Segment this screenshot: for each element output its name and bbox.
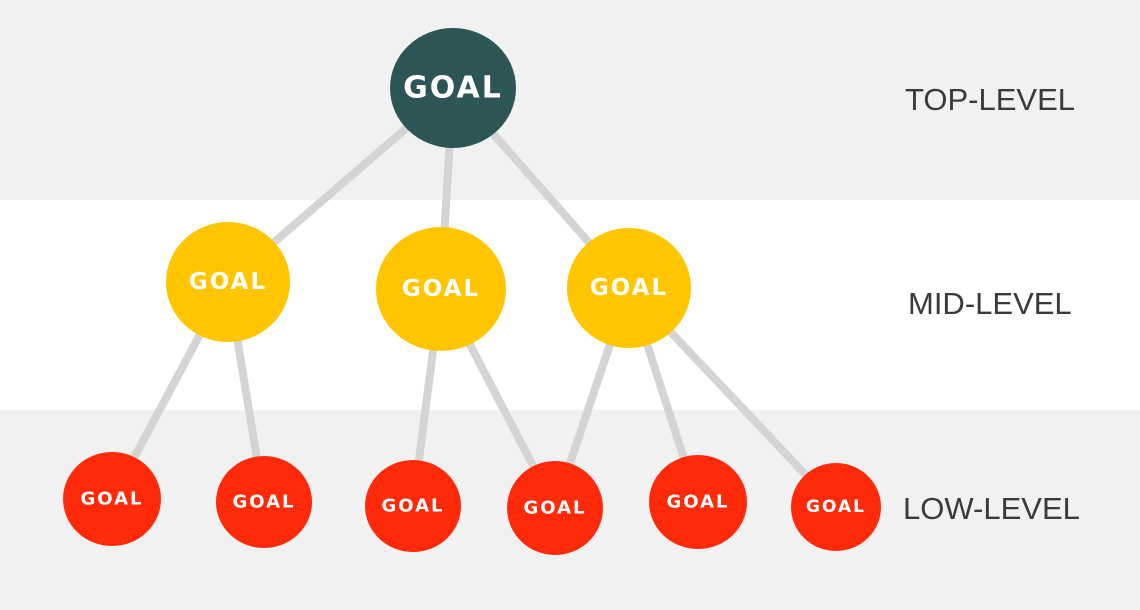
goal-label: GOAL xyxy=(233,492,296,513)
goal-circle xyxy=(567,228,691,348)
goal-node-low-3: GOAL xyxy=(365,460,461,552)
goal-label: GOAL xyxy=(403,71,503,106)
top-level-label: TOP-LEVEL xyxy=(905,82,1076,117)
goal-label: GOAL xyxy=(667,492,730,513)
low-level-label: LOW-LEVEL xyxy=(903,491,1080,526)
goal-node-top-1: GOAL xyxy=(390,28,516,148)
goal-node-low-5: GOAL xyxy=(649,455,747,549)
goal-circle xyxy=(166,222,290,342)
goal-circle xyxy=(507,461,603,555)
goal-node-low-1: GOAL xyxy=(63,452,161,546)
goal-circle xyxy=(390,28,516,148)
goal-label: GOAL xyxy=(189,269,267,295)
goal-node-low-6: GOAL xyxy=(791,463,881,551)
mid-level-label: MID-LEVEL xyxy=(908,286,1072,321)
goal-circle xyxy=(376,227,506,351)
goal-label: GOAL xyxy=(382,496,445,517)
goal-circle xyxy=(791,463,881,551)
goal-label: GOAL xyxy=(806,497,866,517)
goal-node-low-2: GOAL xyxy=(216,456,312,548)
goal-node-mid-1: GOAL xyxy=(166,222,290,342)
top-level-band xyxy=(0,0,1140,200)
goal-label: GOAL xyxy=(524,498,587,519)
goal-circle xyxy=(649,455,747,549)
nodes: GOAL GOAL GOAL GOAL GOAL GOAL GOAL GOAL GOAL GOAL xyxy=(63,28,881,555)
goal-circle xyxy=(365,460,461,552)
goal-label: GOAL xyxy=(81,489,144,510)
goal-node-mid-2: GOAL xyxy=(376,227,506,351)
goal-circle xyxy=(63,452,161,546)
goal-label: GOAL xyxy=(590,275,668,301)
goal-node-low-4: GOAL xyxy=(507,461,603,555)
goal-label: GOAL xyxy=(402,276,480,302)
goal-circle xyxy=(216,456,312,548)
goal-node-mid-3: GOAL xyxy=(567,228,691,348)
